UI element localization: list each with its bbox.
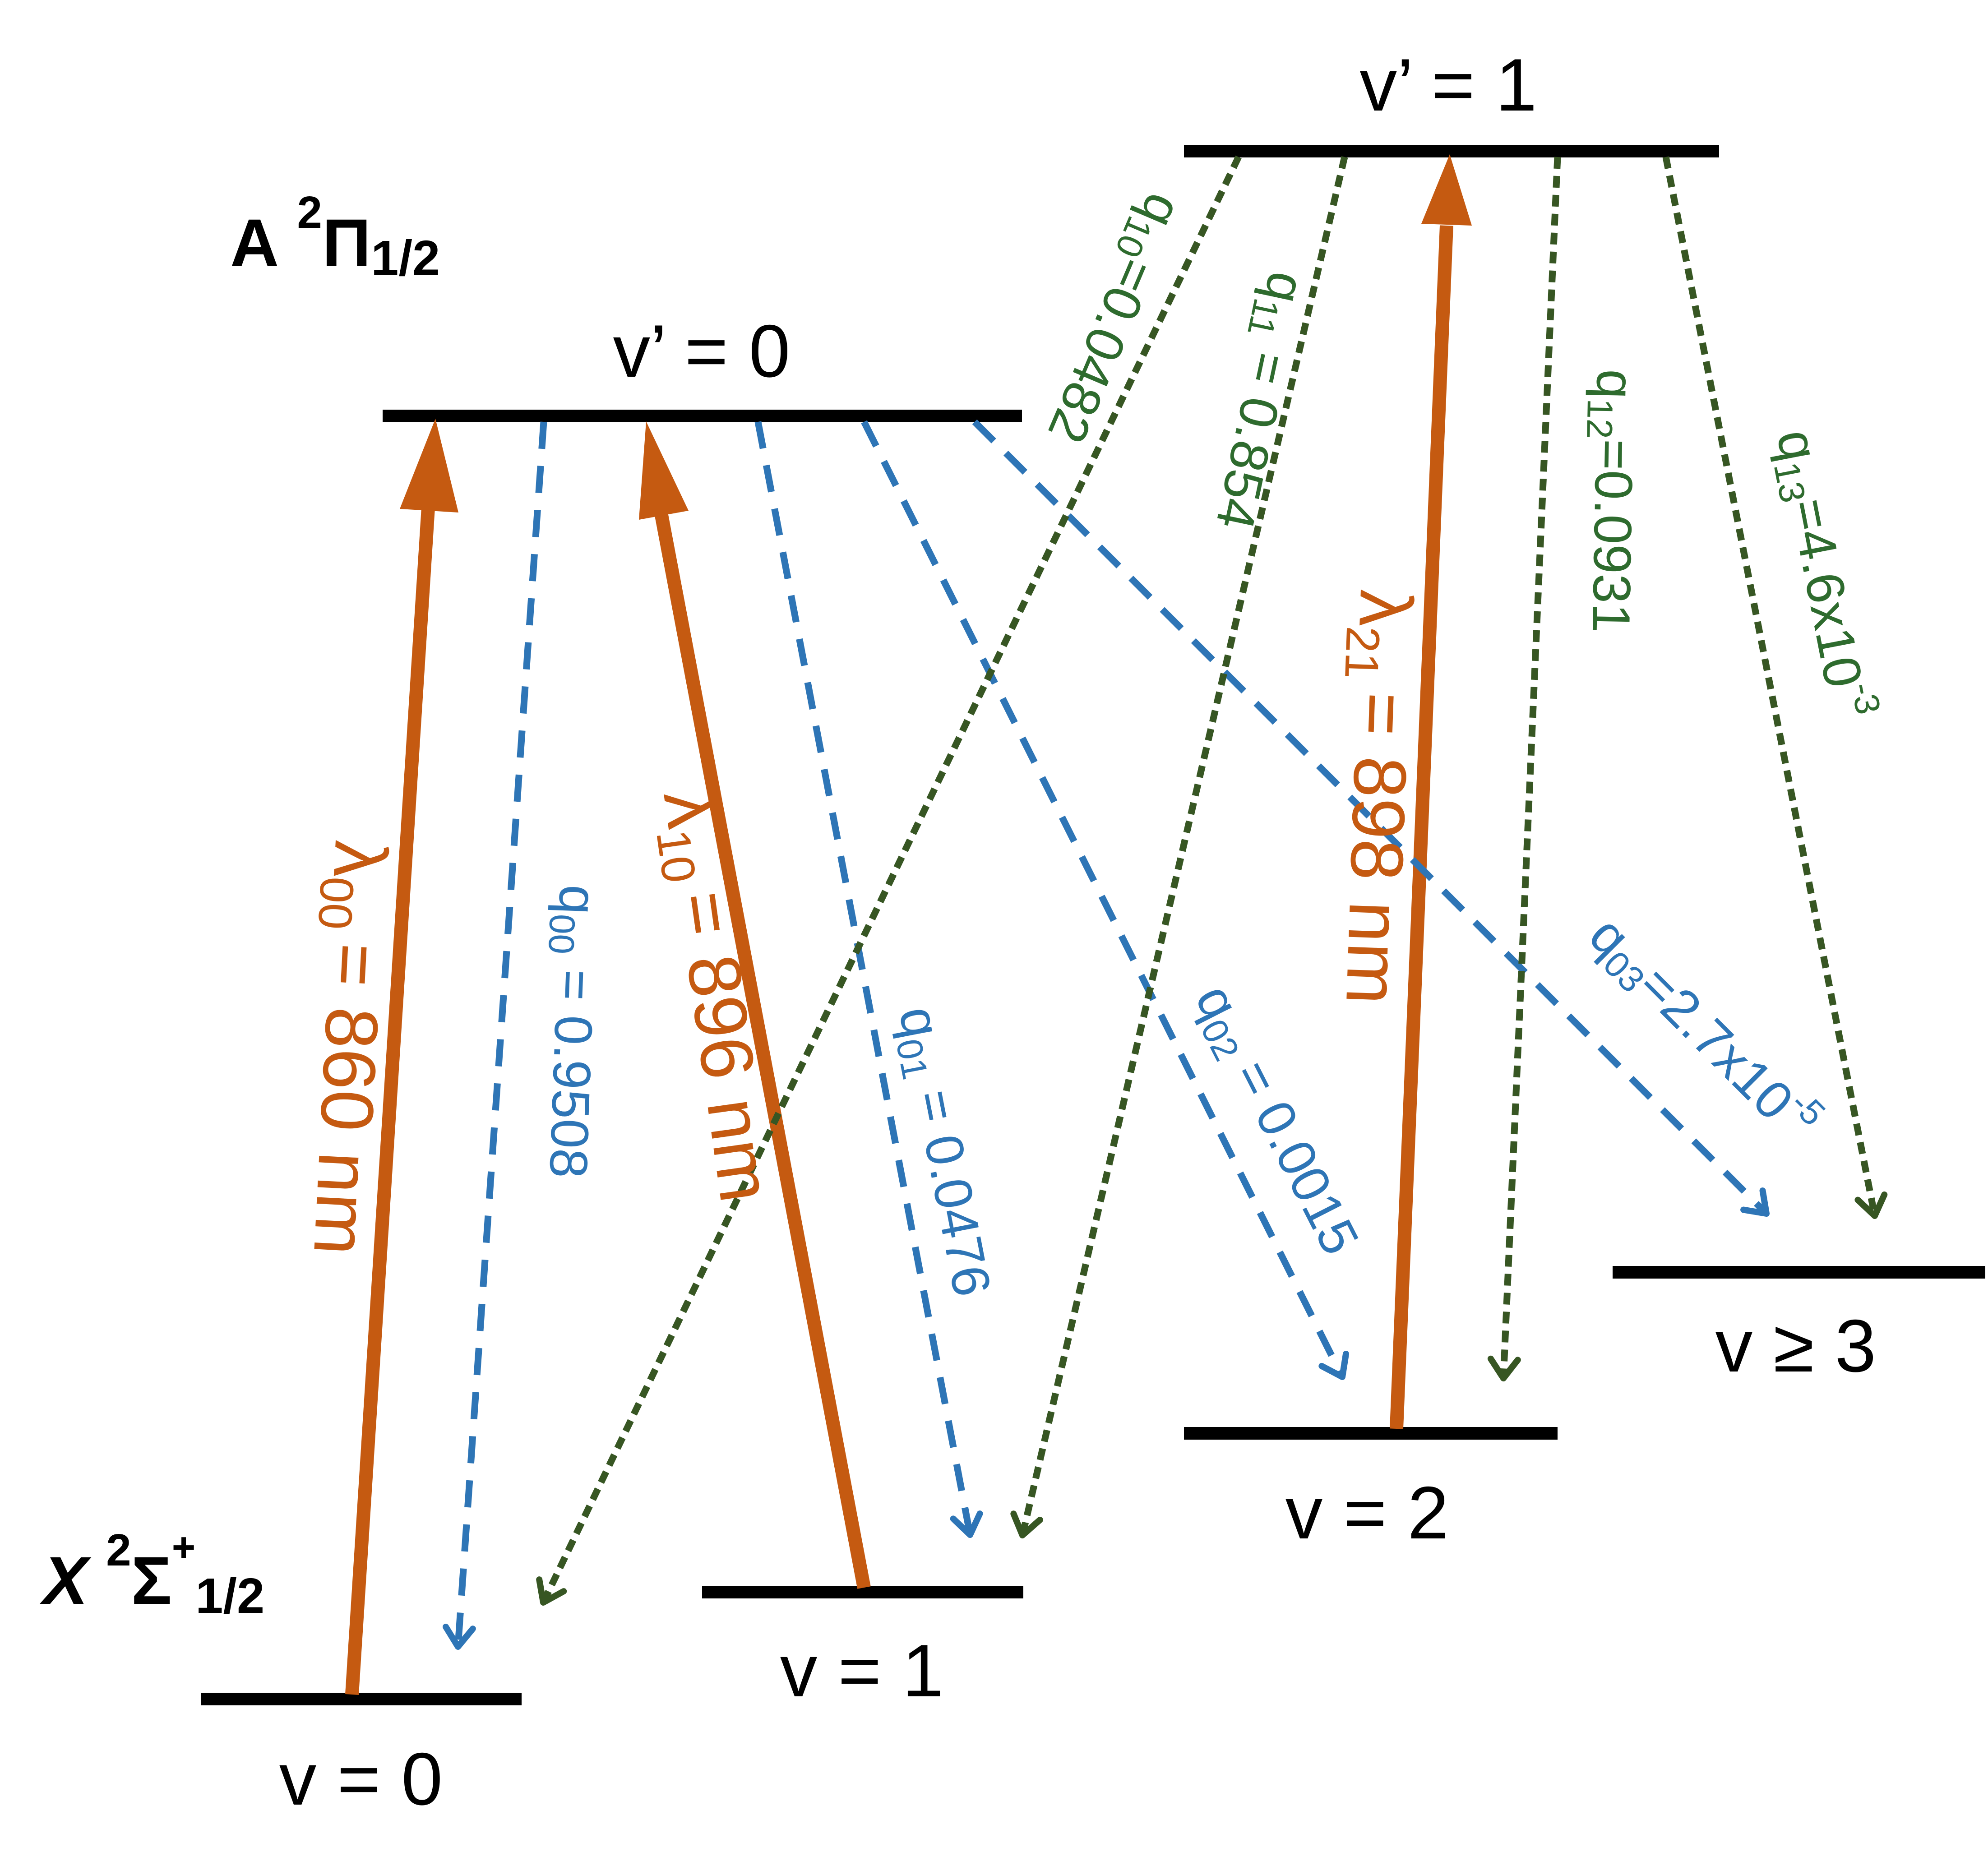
decays-from-v1 xyxy=(536,155,1888,1606)
decay-arrow-q11 xyxy=(1010,156,1348,1538)
branch-label-q13: q13=4.6x10-3 xyxy=(1761,423,1888,724)
pump-arrow-21-shaft xyxy=(1390,225,1453,1429)
branch-label-q12: q12=0.0931 xyxy=(1576,369,1645,633)
label-excited-v0: v’ = 0 xyxy=(613,309,791,393)
branch-label-q03: q03=2.7x10-5 xyxy=(1575,899,1833,1157)
pump-label-10: λ10= 896 nm xyxy=(641,785,788,1208)
pump-arrow-00-shaft xyxy=(345,500,435,1695)
branch-label-q10: q10=0.0482 xyxy=(1032,184,1194,452)
label-ground-v3: v ≥ 3 xyxy=(1715,1304,1877,1387)
pump-arrow-21-head xyxy=(1421,154,1472,226)
label-ground-v2: v = 2 xyxy=(1285,1471,1449,1554)
label-excited-v1: v’ = 1 xyxy=(1360,43,1537,126)
decay-arrow-q00 xyxy=(443,421,547,1650)
pump-label-21: λ21= 898 nm xyxy=(1323,588,1428,1006)
branch-label-q01: q01 = 0.0476 xyxy=(883,1002,1002,1302)
pump-label-00: λ00= 860 nm xyxy=(291,838,403,1257)
decay-arrow-q01 xyxy=(754,421,983,1538)
decay-arrow-q03 xyxy=(972,419,1770,1217)
pump-transitions xyxy=(345,154,1472,1695)
decay-arrow-q10 xyxy=(536,155,1242,1606)
branch-label-q11: q11 = 0.854 xyxy=(1200,266,1317,535)
decays-from-v0 xyxy=(443,419,1770,1650)
energy-levels xyxy=(201,145,1985,1705)
pump-arrow-10-head xyxy=(639,421,689,520)
branch-label-q02: q02 = 0.0015 xyxy=(1179,975,1370,1266)
decay-arrow-q02 xyxy=(861,420,1350,1380)
decay-arrow-q13 xyxy=(1662,156,1888,1219)
branch-label-q00: q00 = 0.9508 xyxy=(533,884,608,1179)
decay-arrow-q12 xyxy=(1487,157,1561,1381)
level-labels: v’ = 1 v’ = 0 v = 0 v = 1 v = 2 v ≥ 3 xyxy=(279,43,1876,1820)
label-ground-v1: v = 1 xyxy=(780,1629,943,1712)
pump-arrow-10-shaft xyxy=(652,499,871,1589)
label-ground-v0: v = 0 xyxy=(279,1737,443,1820)
pump-arrow-00-head xyxy=(400,419,458,513)
